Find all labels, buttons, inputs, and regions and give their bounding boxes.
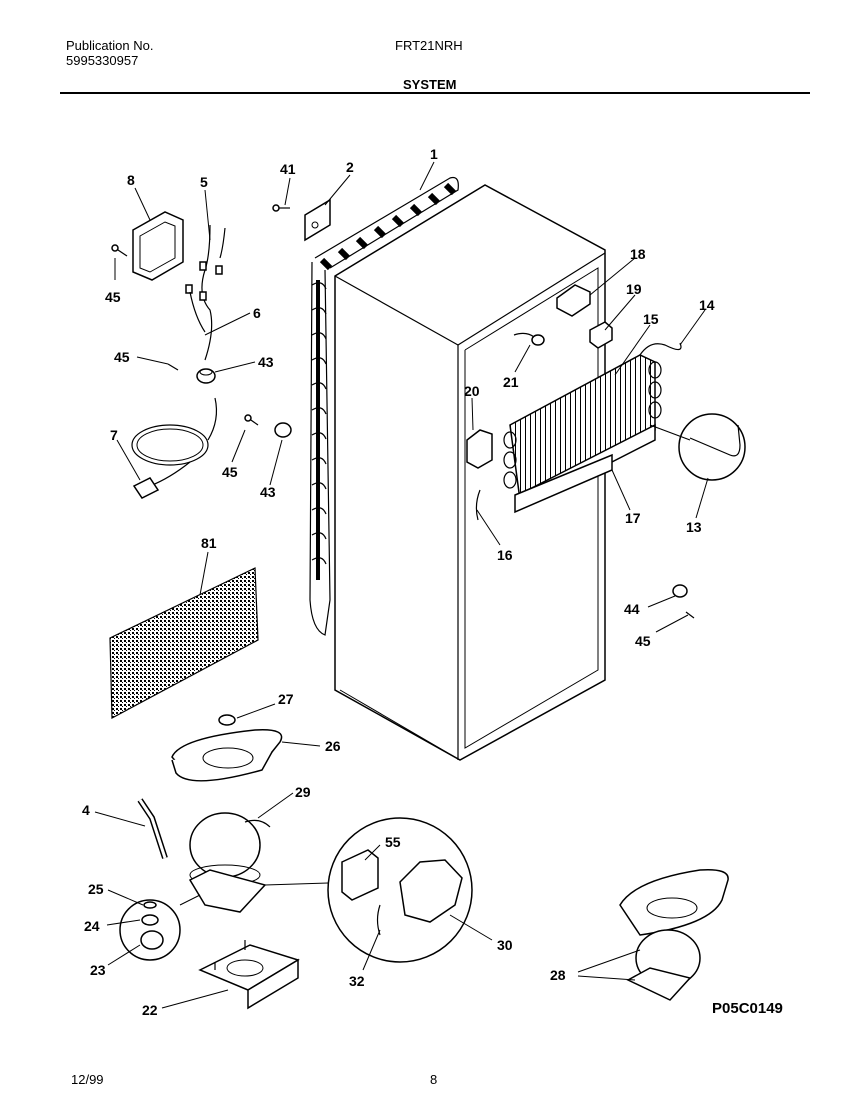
screw-41 <box>272 204 290 212</box>
grommet-detail <box>119 894 201 961</box>
rear-panel <box>109 567 259 719</box>
callout-45b: 45 <box>114 349 130 365</box>
screw-45-lower <box>244 414 259 426</box>
callout-labels: 1 2 41 8 5 45 6 45 43 7 45 43 18 19 14 1… <box>82 146 783 1018</box>
diagram-code: P05C0149 <box>712 1000 783 1017</box>
compressor <box>188 812 271 913</box>
clip-43-upper <box>196 368 216 384</box>
defrost-timer-bracket-18 <box>556 284 591 317</box>
callout-23: 23 <box>90 962 106 978</box>
wiring-harness <box>185 224 226 361</box>
callout-45c: 45 <box>222 464 238 480</box>
callout-7: 7 <box>110 427 118 443</box>
grommet-27 <box>218 714 236 726</box>
callout-5: 5 <box>200 174 208 190</box>
cabinet <box>334 184 606 761</box>
callout-29: 29 <box>295 784 311 800</box>
clip-43-lower <box>274 422 292 438</box>
callout-45d: 45 <box>635 633 651 649</box>
callout-24: 24 <box>84 918 100 934</box>
fan-motor-20 <box>466 429 493 469</box>
footer-date: 12/99 <box>71 1072 104 1087</box>
callout-19: 19 <box>626 281 642 297</box>
callout-28: 28 <box>550 967 566 983</box>
callout-32: 32 <box>349 973 365 989</box>
mounting-plate <box>198 940 300 1010</box>
callout-43a: 43 <box>258 354 274 370</box>
header-rule <box>60 92 810 94</box>
callout-1: 1 <box>430 146 438 162</box>
callout-17: 17 <box>625 510 641 526</box>
relay-detail <box>264 817 473 963</box>
thermostat-21 <box>513 332 545 346</box>
callout-26: 26 <box>325 738 341 754</box>
callout-27: 27 <box>278 691 294 707</box>
callout-20: 20 <box>464 383 480 399</box>
callout-13: 13 <box>686 519 702 535</box>
leader-lines <box>94 161 709 1009</box>
callout-21: 21 <box>503 374 519 390</box>
callout-2: 2 <box>346 159 354 175</box>
screw-45-right <box>685 611 695 619</box>
callout-4: 4 <box>82 802 90 818</box>
callout-6: 6 <box>253 305 261 321</box>
callout-43b: 43 <box>260 484 276 500</box>
screw-45-mid <box>167 363 179 371</box>
bracket <box>304 198 331 242</box>
callout-41: 41 <box>280 161 296 177</box>
callout-25: 25 <box>88 881 104 897</box>
publication-label: Publication No. <box>66 38 154 53</box>
section-title: SYSTEM <box>403 77 457 92</box>
screw-45-top <box>111 244 128 257</box>
callout-81: 81 <box>201 535 217 551</box>
callout-45a: 45 <box>105 289 121 305</box>
callout-16: 16 <box>497 547 513 563</box>
callout-44: 44 <box>624 601 640 617</box>
model-number: FRT21NRH <box>395 38 463 53</box>
page-number: 8 <box>430 1072 438 1087</box>
cover-plate <box>132 211 184 281</box>
heater-detail-13 <box>649 413 746 481</box>
sensor-16 <box>475 489 481 521</box>
clip-44 <box>672 584 688 598</box>
callout-14: 14 <box>699 297 715 313</box>
power-cord <box>131 397 218 499</box>
callout-8: 8 <box>127 172 135 188</box>
callout-30: 30 <box>497 937 513 953</box>
callout-22: 22 <box>142 1002 158 1018</box>
callout-18: 18 <box>630 246 646 262</box>
compressor-assembly <box>619 868 729 1001</box>
callout-15: 15 <box>643 311 659 327</box>
drain-pan <box>171 729 283 782</box>
callout-55: 55 <box>385 834 401 850</box>
publication-number: 5995330957 <box>66 53 139 68</box>
discharge-tube <box>137 798 168 859</box>
condenser-coil <box>309 176 459 636</box>
